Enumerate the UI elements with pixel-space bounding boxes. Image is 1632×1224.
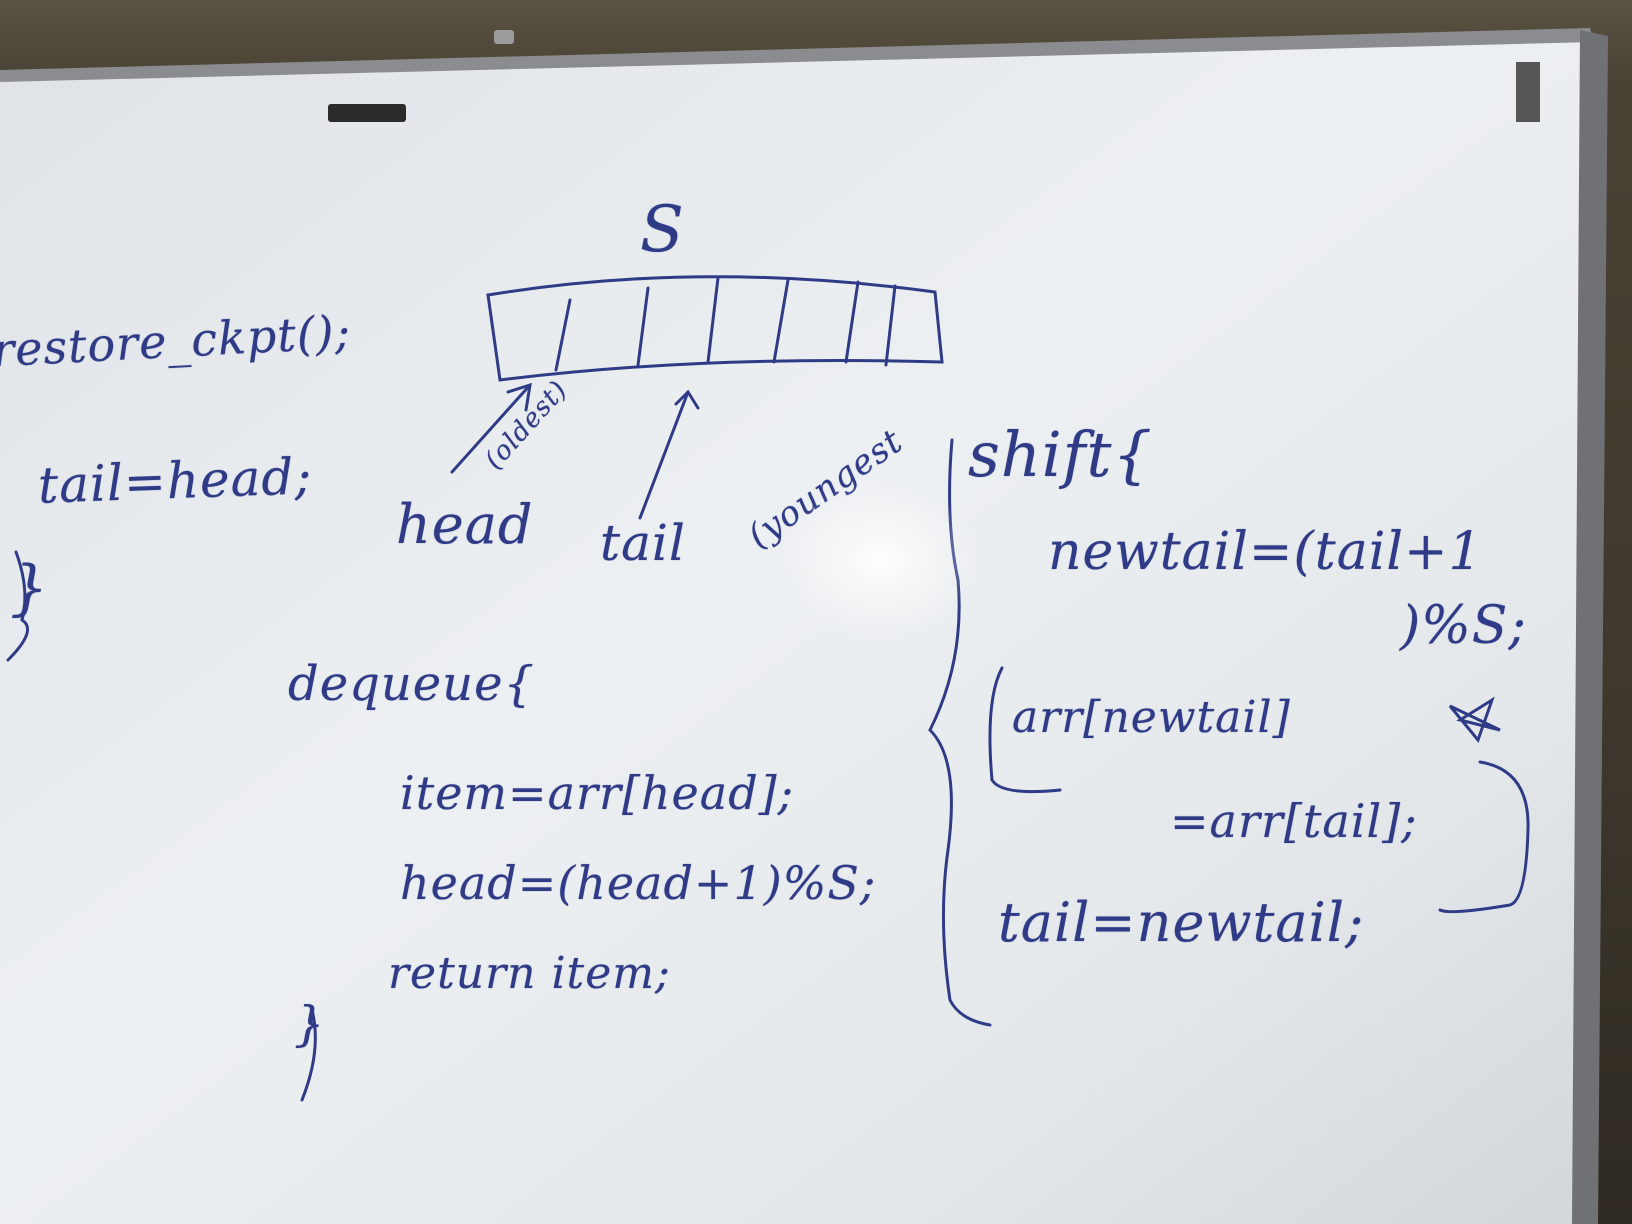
- board-clip: [494, 30, 514, 44]
- eraser: [328, 104, 406, 122]
- shift-newtail-line: newtail=(tail+1: [1048, 522, 1483, 582]
- left-close-brace: }: [10, 553, 50, 623]
- board-frame-right: [1572, 30, 1608, 1224]
- tail-eq-head-text: tail=head;: [37, 447, 314, 515]
- dequeue-item-line: item=arr[head];: [400, 766, 795, 820]
- stain: [1516, 62, 1540, 122]
- board-surface: [0, 38, 1590, 1224]
- shift-newtail-cont: )%S;: [1400, 596, 1527, 656]
- array-diagram: [6, 275, 1530, 1102]
- shift-tail-eq-newtail: tail=newtail;: [998, 891, 1365, 954]
- dequeue-head-update-line: head=(head+1)%S;: [400, 856, 877, 910]
- dequeue-return-line: return item;: [388, 948, 671, 999]
- tail-label: tail: [600, 514, 686, 572]
- dequeue-close-brace: }: [294, 996, 326, 1052]
- size-label-s: S: [640, 193, 685, 267]
- board-frame-top: [0, 28, 1594, 82]
- shift-arr-newtail: arr[newtail]: [1012, 692, 1291, 743]
- dequeue-header: dequeue{: [288, 656, 536, 712]
- shift-arr-tail: =arr[tail];: [1170, 794, 1418, 848]
- shift-header: shift{: [968, 418, 1153, 491]
- head-label: head: [396, 493, 534, 556]
